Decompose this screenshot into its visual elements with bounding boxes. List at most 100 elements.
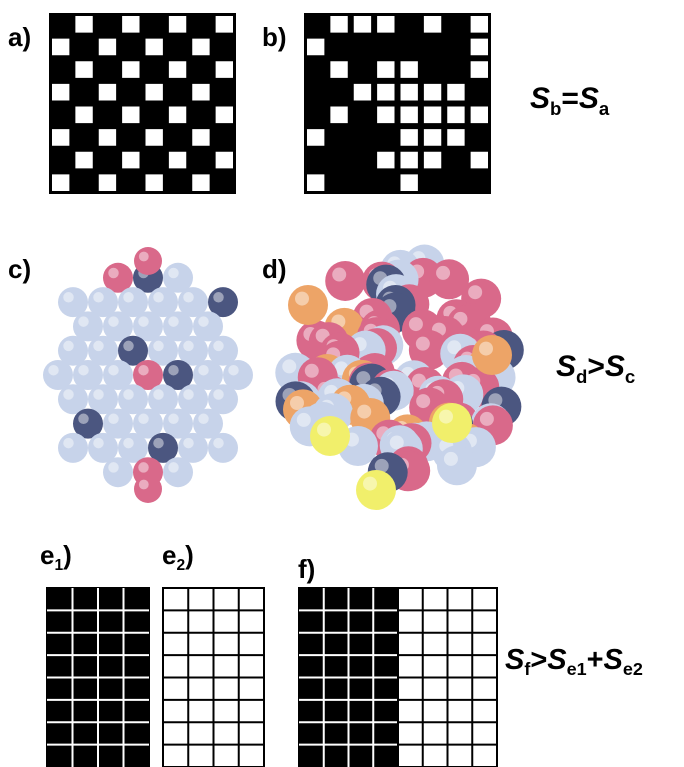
rel3-sub3: e2 xyxy=(622,659,643,680)
cluster-c-atom xyxy=(193,360,223,390)
white-cell xyxy=(377,83,395,101)
white-cell xyxy=(52,129,70,146)
cluster-c-atom-highlight xyxy=(93,292,104,303)
e2-letter: e xyxy=(162,540,177,570)
relation-row2: Sd>Sc xyxy=(556,350,635,386)
white-cell xyxy=(307,174,325,191)
white-cell xyxy=(122,106,140,124)
cluster-c-atom xyxy=(43,360,73,390)
cluster-c-atom-highlight xyxy=(198,413,209,425)
white-cell xyxy=(215,16,233,33)
cluster-d-atom-highlight xyxy=(479,341,493,356)
rel3-sub2: e1 xyxy=(566,659,587,680)
white-cell xyxy=(330,61,348,78)
white-cell xyxy=(122,151,140,169)
cluster-c-atom xyxy=(88,335,118,366)
cluster-c-atom-highlight xyxy=(63,292,74,303)
rel3-op2: + xyxy=(586,644,604,676)
cluster-d-atom xyxy=(325,260,366,301)
cluster-c-atom-highlight xyxy=(168,364,179,376)
rel1-s2: S xyxy=(578,82,599,115)
cluster-d-atom xyxy=(432,403,472,443)
white-cell xyxy=(470,38,488,56)
cluster-c-atom-highlight xyxy=(78,413,89,425)
white-cell xyxy=(75,106,93,124)
cluster-c-atom xyxy=(208,384,238,415)
white-cell xyxy=(168,151,187,169)
cluster-c-atom xyxy=(103,408,133,439)
white-cell xyxy=(423,16,442,33)
white-cell xyxy=(447,129,465,146)
e1-paren: ) xyxy=(63,540,72,570)
cluster-c-atom xyxy=(88,384,118,415)
white-cell xyxy=(353,83,372,101)
cluster-c-atom xyxy=(148,432,178,463)
cluster-c-atom-highlight xyxy=(123,340,134,352)
white-cell xyxy=(52,83,70,101)
white-cell xyxy=(75,16,93,33)
cluster-d-atom xyxy=(472,335,512,375)
rel3-op: > xyxy=(530,644,548,676)
cluster-c-atom-highlight xyxy=(138,364,149,376)
white-cell xyxy=(400,174,418,191)
relation-row3: Sf>Se1+Se2 xyxy=(505,644,643,679)
cluster-c-atom-highlight xyxy=(213,437,224,449)
cluster-c-atom-highlight xyxy=(183,389,194,400)
cluster-c-atom-highlight xyxy=(138,462,149,473)
white-cell xyxy=(145,38,163,56)
rel2-op: > xyxy=(587,350,605,383)
relation-row1: Sb=Sa xyxy=(530,82,609,118)
cluster-c-atom xyxy=(163,457,193,488)
e2-paren: ) xyxy=(185,540,194,570)
cluster-d-atom-highlight xyxy=(436,265,451,280)
white-cell xyxy=(168,16,187,33)
cluster-c-atom xyxy=(178,335,208,366)
cluster-d-atom-highlight xyxy=(389,435,404,450)
rel1-sub1: b xyxy=(550,97,562,119)
white-cell xyxy=(52,174,70,191)
panel-label-a: a) xyxy=(8,22,32,52)
cluster-c-atom-highlight xyxy=(138,316,149,327)
white-cell xyxy=(215,151,233,169)
white-cell xyxy=(400,151,418,169)
cluster-c-atom xyxy=(73,311,103,342)
cluster-c-atom xyxy=(103,457,133,488)
cluster-c-atom-highlight xyxy=(153,437,164,449)
white-cell xyxy=(168,61,187,78)
panel-label-e2: e2) xyxy=(162,542,194,574)
checkerboard-ordered-grid xyxy=(49,13,236,194)
cluster-d-atom-highlight xyxy=(374,458,389,473)
cluster-c-atom-highlight xyxy=(213,389,224,400)
cluster-c-atom-highlight xyxy=(63,389,74,400)
white-cell xyxy=(377,61,395,78)
checkerboard-disordered-grid xyxy=(304,13,491,194)
rel2-sub1: d xyxy=(576,365,588,387)
cluster-d-atom-highlight xyxy=(439,409,453,424)
cluster-c-atom xyxy=(73,360,103,390)
cluster-c-atom-highlight xyxy=(108,267,119,279)
cluster-c-atom xyxy=(134,247,162,275)
white-cell xyxy=(215,61,233,78)
rel2-sub2: c xyxy=(624,365,636,387)
cluster-c-atom xyxy=(148,287,178,318)
cluster-d-atom-highlight xyxy=(295,291,309,306)
cluster-c-atom-highlight xyxy=(123,292,134,303)
rel3-sub1: f xyxy=(524,659,531,680)
white-cell xyxy=(470,151,488,169)
cluster-c-atom xyxy=(103,262,133,293)
rel3-s3: S xyxy=(603,644,623,676)
cluster-c-atom-highlight xyxy=(63,340,74,352)
panel-label-c: c) xyxy=(8,254,32,284)
cluster-d-atom xyxy=(436,445,477,486)
cluster-c-atom-highlight xyxy=(78,316,89,327)
cluster-c-atom-highlight xyxy=(183,340,194,352)
cluster-d-atom-highlight xyxy=(443,451,458,466)
cluster-d-atom-highlight xyxy=(416,394,431,409)
cluster-d-atom-highlight xyxy=(408,317,423,332)
cluster-c-atom xyxy=(134,475,162,503)
cluster-d-atom-highlight xyxy=(468,285,483,300)
panel-label-b: b) xyxy=(262,22,287,52)
cluster-c-atom xyxy=(223,360,253,390)
white-cell xyxy=(400,61,418,78)
cluster-c-atom xyxy=(58,432,88,463)
